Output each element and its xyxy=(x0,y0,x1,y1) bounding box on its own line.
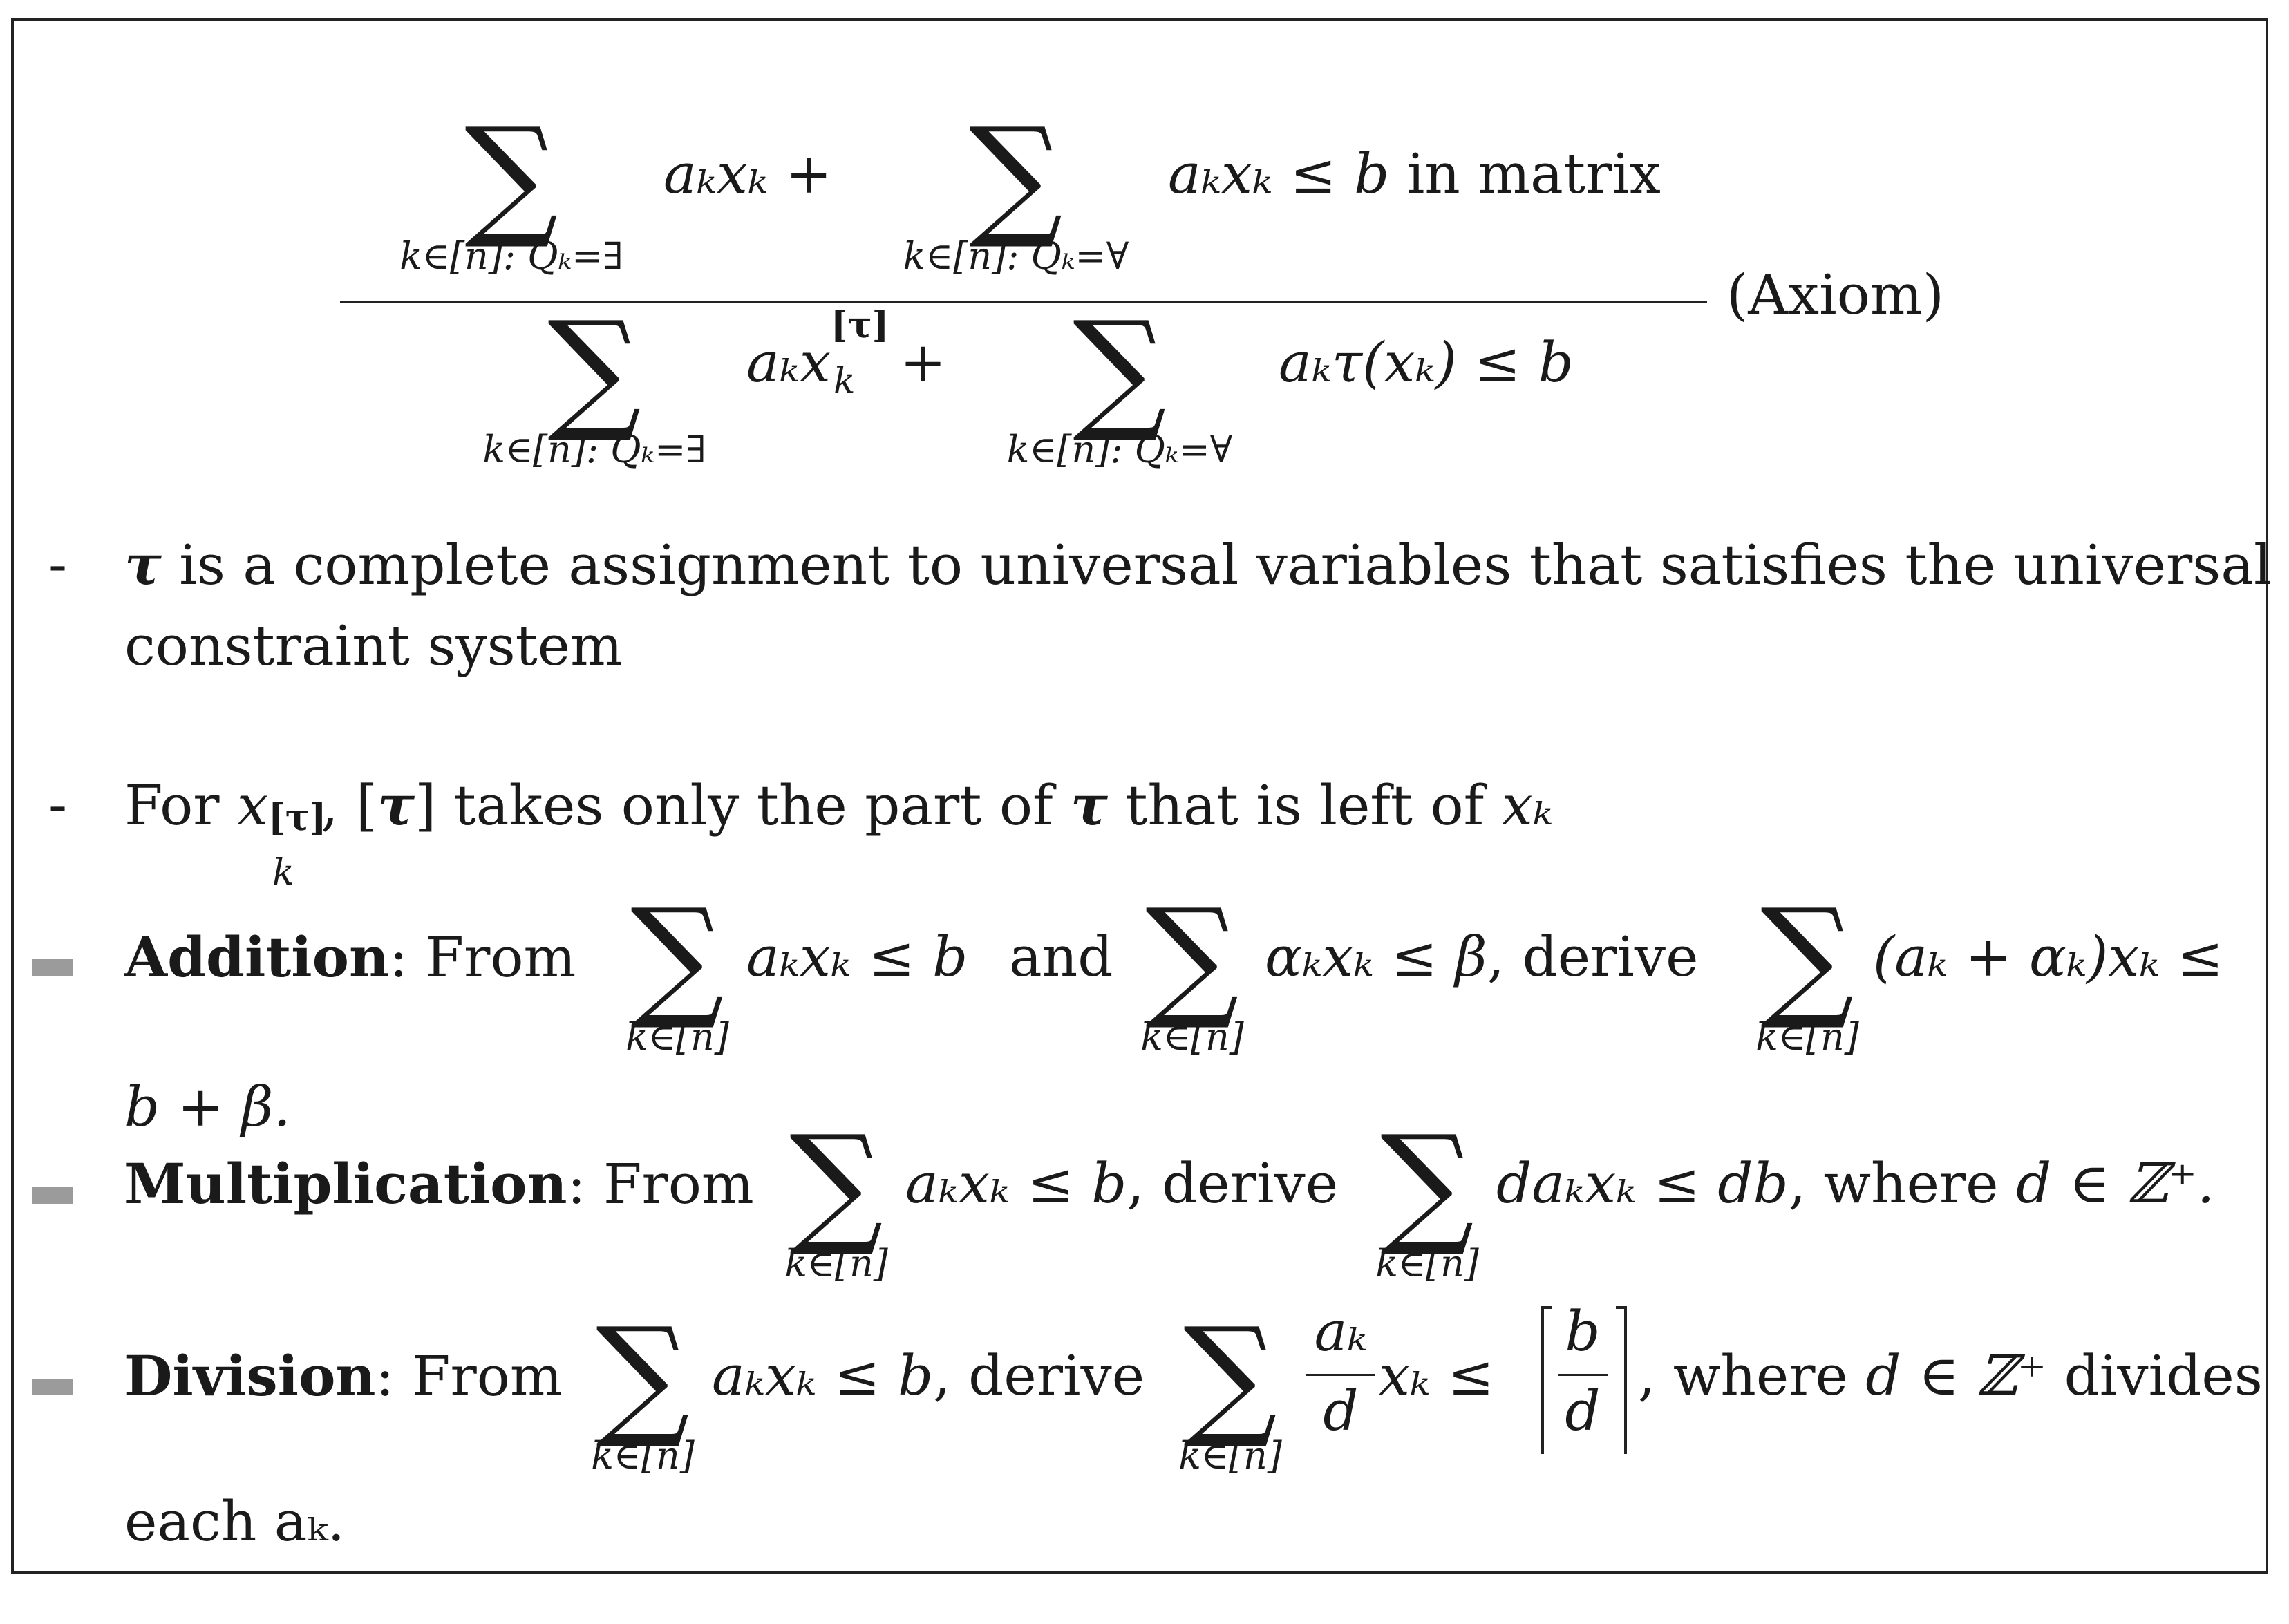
rule-text: Multiplication: From xyxy=(124,1151,754,1216)
rule-text: b + β. xyxy=(124,1075,291,1139)
rule-term: aₖxₖ ≤ b xyxy=(746,925,968,989)
list-bullet: - xyxy=(48,532,68,596)
sum-symbol: ∑ k∈[n]: Qₖ=∀ xyxy=(968,304,1272,469)
rule-text: Addition: From xyxy=(124,925,576,990)
rule-term: xₖ ≤ xyxy=(1379,1343,1494,1408)
sum-symbol: ∑ k∈[n]: Qₖ=∃ xyxy=(442,304,746,469)
rule-term: aₖxₖ ≤ b, derive xyxy=(905,1151,1339,1216)
list-bullet xyxy=(32,1379,73,1395)
sum-subscript: k∈[n]: Qₖ=∀ xyxy=(1006,428,1233,471)
fraction-numerator: aₖ xyxy=(1314,1299,1368,1363)
rule-text: Division: From xyxy=(124,1343,563,1408)
note-line: τ is a complete assignment to universal … xyxy=(124,532,2272,597)
rule-text: each aₖ. xyxy=(124,1489,346,1554)
fraction-bar xyxy=(340,301,1707,303)
list-bullet xyxy=(32,959,73,976)
sum-subscript: k∈[n]: Qₖ=∀ xyxy=(903,234,1129,278)
fraction-numerator: b xyxy=(1565,1299,1601,1363)
rule-term: daₖxₖ ≤ db, where d ∈ ℤ⁺. xyxy=(1496,1151,2215,1216)
ceiling-left xyxy=(1541,1306,1552,1454)
sum-subscript: k∈[n]: Qₖ=∃ xyxy=(399,234,623,278)
fraction-denominator: d xyxy=(1323,1379,1359,1443)
ceiling-right xyxy=(1616,1306,1627,1454)
axiom-bottom-term1: aₖx[τ]k+ xyxy=(746,304,947,402)
content-frame xyxy=(11,18,2268,1574)
sum-symbol: ∑ k∈[n]: Qₖ=∃ xyxy=(359,111,663,275)
axiom-bottom-term2: aₖτ(xₖ) ≤ b xyxy=(1279,330,1574,395)
sum-symbol: ∑ k∈[n] xyxy=(1178,1299,1282,1477)
sum-symbol: ∑ k∈[n] xyxy=(784,1107,888,1285)
list-bullet xyxy=(32,1187,73,1204)
sum-symbol: ∑ k∈[n]: Qₖ=∀ xyxy=(864,111,1168,275)
fraction-bar xyxy=(1558,1374,1608,1376)
rule-text: and xyxy=(1009,925,1113,989)
note-line: For x[τ]k, [τ] takes only the part of τ … xyxy=(124,773,1553,894)
fraction-denominator: d xyxy=(1565,1379,1601,1443)
sum-symbol: ∑ k∈[n] xyxy=(1755,880,1859,1059)
rule-term: αₖxₖ ≤ β, derive xyxy=(1265,925,1699,989)
sum-symbol: ∑ k∈[n] xyxy=(1140,880,1244,1059)
rule-term: (aₖ + αₖ)xₖ ≤ xyxy=(1873,925,2224,989)
rule-term: , where d ∈ ℤ⁺ divides xyxy=(1638,1343,2263,1408)
note-line: constraint system xyxy=(124,614,623,678)
rule-term: aₖxₖ ≤ b, derive xyxy=(712,1343,1145,1408)
sum-symbol: ∑ k∈[n] xyxy=(625,880,729,1059)
axiom-label: (Axiom) xyxy=(1726,263,1944,327)
list-bullet: - xyxy=(48,773,68,837)
fraction-bar xyxy=(1306,1374,1375,1376)
sum-subscript: k∈[n]: Qₖ=∃ xyxy=(482,428,706,471)
sum-symbol: ∑ k∈[n] xyxy=(591,1299,695,1477)
sum-symbol: ∑ k∈[n] xyxy=(1375,1107,1479,1285)
axiom-top-term1: aₖxₖ + xyxy=(663,142,832,206)
axiom-top-term2: aₖxₖ ≤ b in matrix xyxy=(1168,142,1661,206)
